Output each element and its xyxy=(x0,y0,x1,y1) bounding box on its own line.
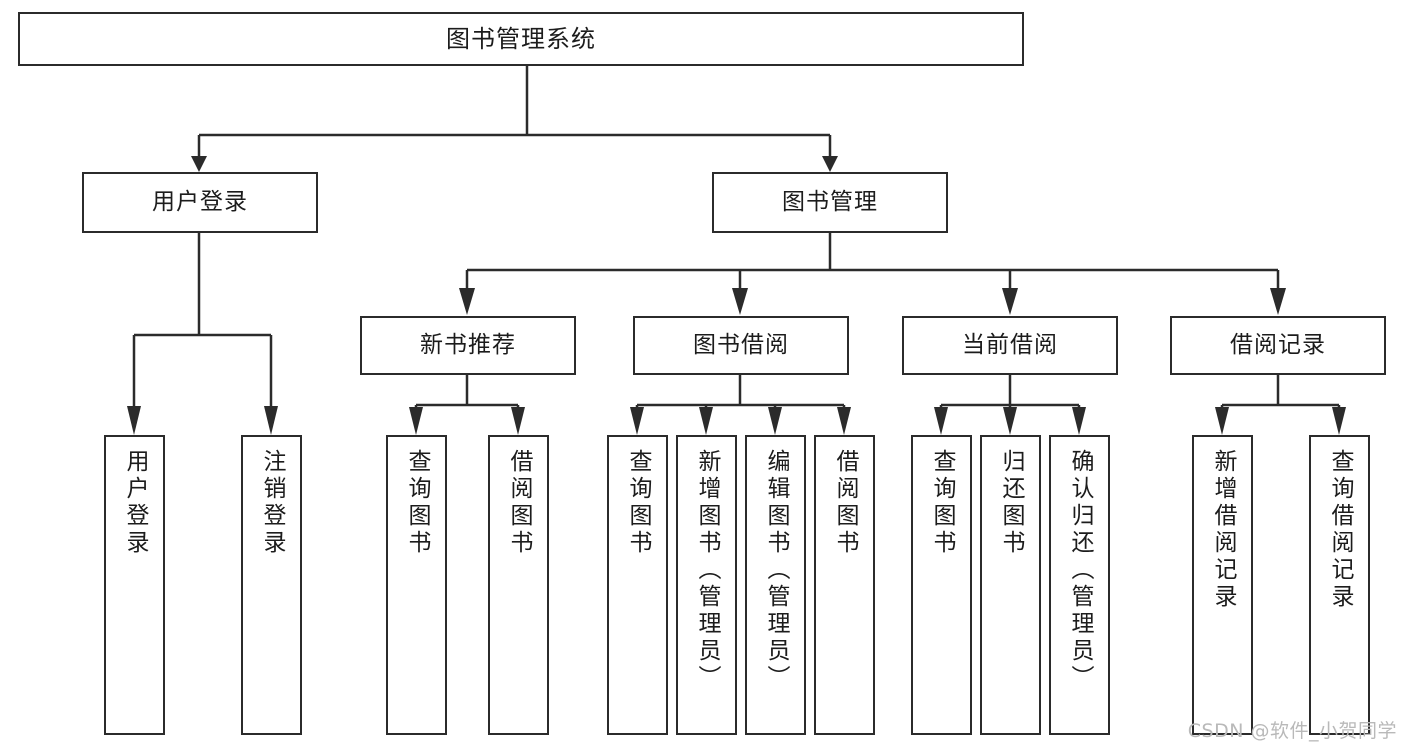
node-borrow-record[interactable]: 借阅记录 xyxy=(1170,316,1386,375)
node-leaf-query-record-label: 查询借阅记录 xyxy=(1327,449,1353,611)
watermark-text: CSDN @软件_小贺同学 xyxy=(1187,720,1397,742)
arrowhead-new-book-recommend xyxy=(459,288,475,315)
node-leaf-edit-book[interactable]: 编辑图书（管理员） xyxy=(745,435,806,735)
node-leaf-query-book-3-label: 查询图书 xyxy=(929,449,955,557)
arrowhead-leaf-add-record xyxy=(1215,407,1229,435)
arrowhead-leaf-query-book-2 xyxy=(630,407,644,435)
node-leaf-return-book-label: 归还图书 xyxy=(998,449,1024,557)
node-leaf-borrow-book-1[interactable]: 借阅图书 xyxy=(488,435,549,735)
node-leaf-user-logout-label: 注销登录 xyxy=(259,449,285,557)
node-leaf-borrow-book-2-label: 借阅图书 xyxy=(832,449,858,557)
node-current-borrow[interactable]: 当前借阅 xyxy=(902,316,1118,375)
arrowhead-leaf-user-login xyxy=(127,406,141,435)
node-user-login-label: 用户登录 xyxy=(152,189,248,216)
node-leaf-add-book[interactable]: 新增图书（管理员） xyxy=(676,435,737,735)
node-leaf-add-record-label: 新增借阅记录 xyxy=(1210,449,1236,611)
node-leaf-add-book-label: 新增图书（管理员） xyxy=(694,449,720,692)
node-book-borrow[interactable]: 图书借阅 xyxy=(633,316,849,375)
node-leaf-add-record[interactable]: 新增借阅记录 xyxy=(1192,435,1253,735)
node-root-system[interactable]: 图书管理系统 xyxy=(18,12,1024,66)
node-new-book-recommend-label: 新书推荐 xyxy=(420,332,516,359)
arrowhead-leaf-borrow-book-1 xyxy=(511,407,525,435)
arrowhead-leaf-query-book-1 xyxy=(409,407,423,435)
node-leaf-user-login-label: 用户登录 xyxy=(122,449,148,557)
node-leaf-query-book-1-label: 查询图书 xyxy=(404,449,430,557)
node-leaf-confirm-return[interactable]: 确认归还（管理员） xyxy=(1049,435,1110,735)
arrowhead-book-borrow xyxy=(732,288,748,315)
arrowhead-borrow-record xyxy=(1270,288,1286,315)
node-book-manage[interactable]: 图书管理 xyxy=(712,172,948,233)
node-borrow-record-label: 借阅记录 xyxy=(1230,332,1326,359)
node-leaf-user-login[interactable]: 用户登录 xyxy=(104,435,165,735)
arrowhead-user-login xyxy=(191,156,207,172)
node-book-manage-label: 图书管理 xyxy=(782,189,878,216)
node-current-borrow-label: 当前借阅 xyxy=(962,332,1058,359)
node-book-borrow-label: 图书借阅 xyxy=(693,332,789,359)
node-leaf-query-book-2-label: 查询图书 xyxy=(625,449,651,557)
node-root-label: 图书管理系统 xyxy=(446,25,596,53)
arrowhead-leaf-query-record xyxy=(1332,407,1346,435)
arrowhead-leaf-edit-book xyxy=(768,407,782,435)
node-leaf-confirm-return-label: 确认归还（管理员） xyxy=(1067,449,1093,692)
arrowhead-leaf-add-book xyxy=(699,407,713,435)
arrowhead-leaf-borrow-book-2 xyxy=(837,407,851,435)
node-leaf-query-book-2[interactable]: 查询图书 xyxy=(607,435,668,735)
arrowhead-current-borrow xyxy=(1002,288,1018,315)
node-leaf-query-book-3[interactable]: 查询图书 xyxy=(911,435,972,735)
node-user-login[interactable]: 用户登录 xyxy=(82,172,318,233)
arrowhead-leaf-query-book-3 xyxy=(934,407,948,435)
node-leaf-query-book-1[interactable]: 查询图书 xyxy=(386,435,447,735)
arrowhead-book-manage xyxy=(822,156,838,172)
node-new-book-recommend[interactable]: 新书推荐 xyxy=(360,316,576,375)
arrowhead-leaf-return-book xyxy=(1003,407,1017,435)
node-leaf-query-record[interactable]: 查询借阅记录 xyxy=(1309,435,1370,735)
arrowhead-leaf-confirm-return xyxy=(1072,407,1086,435)
node-leaf-user-logout[interactable]: 注销登录 xyxy=(241,435,302,735)
node-leaf-borrow-book-2[interactable]: 借阅图书 xyxy=(814,435,875,735)
arrowhead-leaf-user-logout xyxy=(264,406,278,435)
node-leaf-borrow-book-1-label: 借阅图书 xyxy=(506,449,532,557)
node-leaf-return-book[interactable]: 归还图书 xyxy=(980,435,1041,735)
node-leaf-edit-book-label: 编辑图书（管理员） xyxy=(763,449,789,692)
